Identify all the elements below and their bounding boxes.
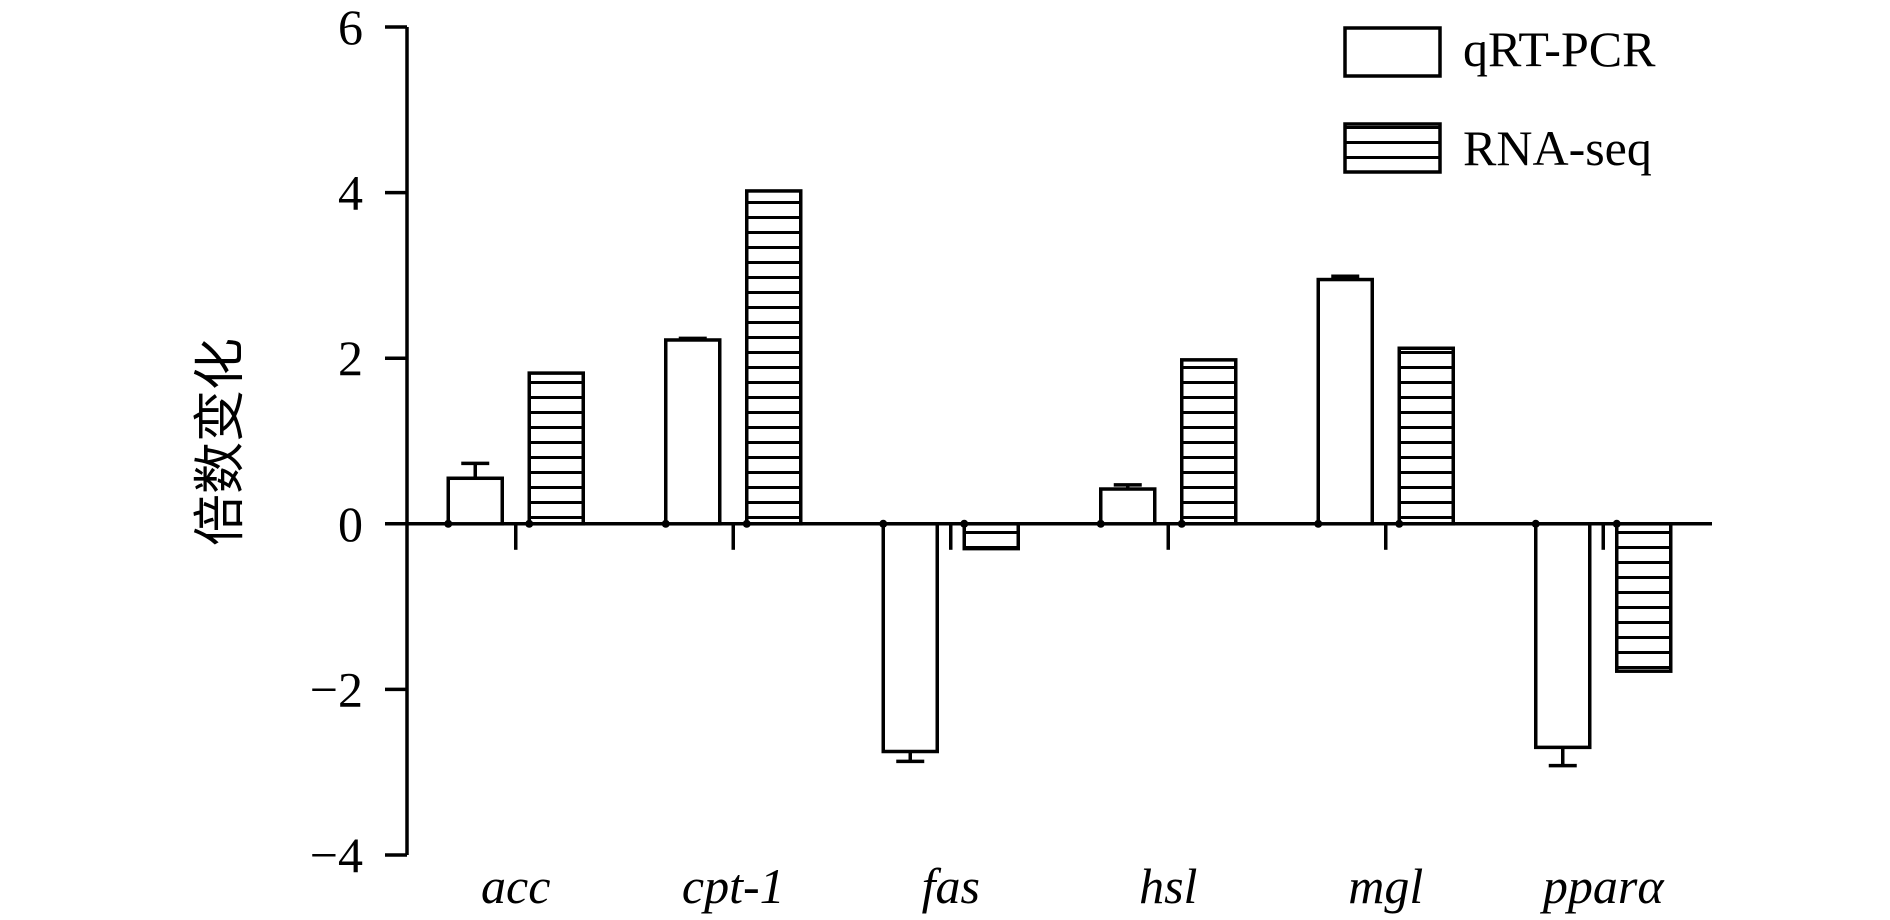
y-tick-label: 4 xyxy=(338,165,363,221)
bar-qrt-pcr-5 xyxy=(1534,522,1592,750)
bar-qrt-pcr-4 xyxy=(1316,277,1374,526)
legend-swatch-qrt-pcr xyxy=(1343,26,1442,78)
y-axis-label: 倍数变化 xyxy=(191,338,251,546)
category-label: cpt-1 xyxy=(682,858,785,914)
category-label: pparα xyxy=(1540,858,1665,914)
y-tick-label: 6 xyxy=(338,0,363,55)
legend-label-qrt-pcr: qRT-PCR xyxy=(1463,21,1656,77)
y-tick-label: −2 xyxy=(310,661,363,717)
bar-baseline-dot xyxy=(444,519,453,528)
bar-rna-seq-5 xyxy=(1615,522,1673,673)
bar-baseline-dot xyxy=(960,519,969,528)
bar-baseline-dot xyxy=(879,519,888,528)
category-labels: acc cpt-1 fas hsl mgl pparα xyxy=(481,858,1665,914)
bar-qrt-pcr-1 xyxy=(664,338,722,526)
bar-baseline-dot xyxy=(1096,519,1105,528)
legend: qRT-PCR RNA-seq xyxy=(1343,21,1656,176)
bar-rna-seq-4 xyxy=(1397,346,1455,526)
category-label: mgl xyxy=(1348,858,1423,914)
category-label: acc xyxy=(481,858,550,914)
legend-swatch-rna-seq xyxy=(1343,122,1442,174)
bar-rna-seq-3 xyxy=(1180,358,1238,526)
bar-baseline-dot xyxy=(742,519,751,528)
bar-baseline-dot xyxy=(525,519,534,528)
bar-rna-seq-1 xyxy=(745,189,803,526)
y-tick-label: 0 xyxy=(338,496,363,552)
category-label: fas xyxy=(922,858,980,914)
bar-qrt-pcr-2 xyxy=(881,522,939,754)
bar-rna-seq-2 xyxy=(962,522,1020,551)
bar-baseline-dot xyxy=(1612,519,1621,528)
bar-baseline-dot xyxy=(1531,519,1540,528)
error-bars xyxy=(461,274,1577,768)
y-tick-label: 2 xyxy=(338,330,363,386)
bar-qrt-pcr-3 xyxy=(1099,487,1157,526)
bar-baseline-dot xyxy=(1314,519,1323,528)
bar-baseline-dot xyxy=(1177,519,1186,528)
category-label: hsl xyxy=(1139,858,1197,914)
y-axis-ticks: −4 −2 0 2 4 6 xyxy=(310,0,407,883)
bar-baseline-dot xyxy=(661,519,670,528)
bar-baseline-dot xyxy=(1395,519,1404,528)
bar-rna-seq-0 xyxy=(527,371,585,526)
y-tick-label: −4 xyxy=(310,827,363,883)
bar-qrt-pcr-0 xyxy=(446,476,504,526)
bar-series xyxy=(444,189,1673,754)
x-axis-ticks xyxy=(514,523,1605,550)
legend-label-rna-seq: RNA-seq xyxy=(1463,120,1652,176)
